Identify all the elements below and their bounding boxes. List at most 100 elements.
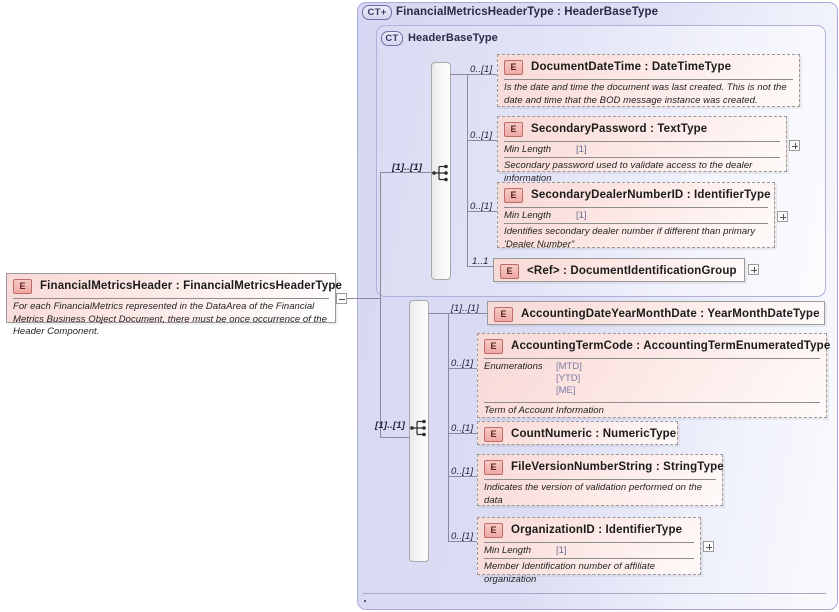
element-documentation: Term of Account Information bbox=[484, 405, 604, 416]
enumeration-value: [ME] bbox=[556, 385, 576, 396]
branch-inner-4 bbox=[467, 266, 493, 267]
element-name: AccountingTermCode : AccountingTermEnume… bbox=[511, 340, 831, 352]
element-facet: Min Length [1] bbox=[498, 208, 774, 223]
facet-label: Min Length bbox=[504, 144, 552, 155]
divider bbox=[13, 298, 329, 299]
element-badge-icon: E bbox=[504, 121, 523, 137]
root-element-header: E FinancialMetricsHeader : FinancialMetr… bbox=[7, 274, 342, 298]
cardinality-inner-sequence: [1]..[1] bbox=[392, 162, 423, 173]
cardinality-documentdatetime: 0..[1] bbox=[470, 64, 493, 75]
sequence-icon-inner bbox=[432, 164, 448, 182]
cardinality-accountingtermcode: 0..[1] bbox=[451, 358, 474, 369]
element-documentation: Secondary password used to validate acce… bbox=[504, 160, 753, 184]
divider bbox=[484, 558, 694, 559]
enumeration-values: [MTD] [YTD] [ME] bbox=[556, 361, 582, 397]
element-box-accountingtermcode[interactable]: E AccountingTermCode : AccountingTermEnu… bbox=[477, 333, 830, 418]
element-badge-icon: E bbox=[500, 263, 519, 279]
cardinality-fileversionnumberstring: 0..[1] bbox=[451, 466, 474, 477]
element-name: SecondaryPassword : TextType bbox=[531, 123, 708, 135]
facet-label: Min Length bbox=[504, 210, 552, 221]
connector-to-outer-seq bbox=[380, 437, 413, 438]
element-box-organizationid[interactable]: E OrganizationID : IdentifierType Min Le… bbox=[477, 517, 701, 585]
cardinality-secondarydealernumberid: 0..[1] bbox=[470, 201, 493, 212]
element-header: E CountNumeric : NumericType bbox=[478, 422, 677, 446]
cardinality-ref: 1..1 bbox=[472, 256, 489, 267]
complextype-title-inner: HeaderBaseType bbox=[408, 32, 498, 44]
element-badge-icon: E bbox=[494, 306, 513, 322]
element-box-secondarypassword[interactable]: E SecondaryPassword : TextType Min Lengt… bbox=[497, 116, 787, 184]
element-box-accountingdateyearmonthdate[interactable]: E AccountingDateYearMonthDate : YearMont… bbox=[487, 301, 825, 325]
sequence-bar-inner[interactable] bbox=[431, 62, 451, 280]
connector-root-vertical bbox=[380, 172, 381, 437]
ct-badge-label-outer: CT+ bbox=[367, 7, 387, 18]
root-element-box[interactable]: E FinancialMetricsHeader : FinancialMetr… bbox=[6, 273, 342, 337]
root-element-documentation: For each FinancialMetrics represented in… bbox=[13, 301, 327, 337]
divider bbox=[504, 207, 768, 208]
branch-inner-1 bbox=[451, 74, 497, 75]
element-header: E DocumentDateTime : DateTimeType bbox=[498, 55, 799, 79]
divider bbox=[504, 79, 793, 80]
frame-bottom-divider bbox=[363, 593, 826, 594]
collapse-toggle-root[interactable] bbox=[336, 293, 347, 304]
element-header: E OrganizationID : IdentifierType bbox=[478, 518, 700, 542]
enumeration-value: [MTD] bbox=[556, 361, 582, 372]
connector-root bbox=[347, 298, 380, 299]
facet-value: [1] bbox=[556, 545, 567, 556]
divider bbox=[504, 157, 780, 158]
sequence-bar-outer[interactable] bbox=[409, 300, 429, 562]
divider bbox=[484, 479, 716, 480]
element-header: E SecondaryPassword : TextType bbox=[498, 117, 786, 141]
cardinality-countnumeric: 0..[1] bbox=[451, 423, 474, 434]
element-name: AccountingDateYearMonthDate : YearMonthD… bbox=[521, 308, 820, 320]
cardinality-accountingdateyearmonthdate: [1]..[1] bbox=[451, 303, 480, 314]
element-documentation: Indicates the version of validation perf… bbox=[484, 482, 703, 506]
element-header: E <Ref> : DocumentIdentificationGroup bbox=[494, 259, 744, 283]
expand-toggle-secondarypassword[interactable] bbox=[789, 140, 800, 151]
facet-label: Min Length bbox=[484, 545, 532, 556]
branch-vertical-outer bbox=[448, 313, 449, 541]
divider bbox=[484, 358, 820, 359]
element-name: OrganizationID : IdentifierType bbox=[511, 524, 683, 536]
element-box-countnumeric[interactable]: E CountNumeric : NumericType bbox=[477, 421, 678, 445]
ct-icon-inner[interactable]: CT bbox=[381, 31, 403, 46]
complextype-title-outer: FinancialMetricsHeaderType : HeaderBaseT… bbox=[396, 6, 659, 18]
element-facet: Min Length [1] bbox=[478, 543, 700, 558]
element-documentation: Is the date and time the document was la… bbox=[504, 82, 787, 106]
ct-plus-icon-outer[interactable]: CT+ bbox=[362, 5, 392, 20]
element-header: E SecondaryDealerNumberID : IdentifierTy… bbox=[498, 183, 774, 207]
expand-toggle-organizationid[interactable] bbox=[703, 541, 714, 552]
divider bbox=[504, 223, 768, 224]
element-box-secondarydealernumberid[interactable]: E SecondaryDealerNumberID : IdentifierTy… bbox=[497, 182, 775, 250]
branch-outer-4 bbox=[448, 476, 478, 477]
element-enumerations: Enumerations [MTD] [YTD] [ME] bbox=[478, 359, 826, 399]
element-box-documentdatetime[interactable]: E DocumentDateTime : DateTimeType Is the… bbox=[497, 54, 800, 107]
element-header: E FileVersionNumberString : StringType bbox=[478, 455, 724, 479]
element-facet: Min Length [1] bbox=[498, 142, 786, 157]
element-name: FileVersionNumberString : StringType bbox=[511, 461, 724, 473]
element-badge-icon: E bbox=[484, 522, 503, 538]
element-header: E AccountingDateYearMonthDate : YearMont… bbox=[488, 302, 824, 326]
branch-inner-2 bbox=[467, 140, 497, 141]
expand-toggle-ref[interactable] bbox=[748, 264, 759, 275]
branch-vertical-inner bbox=[467, 74, 468, 266]
divider bbox=[484, 402, 820, 403]
element-badge-icon: E bbox=[484, 459, 503, 475]
enumerations-label: Enumerations bbox=[484, 361, 543, 372]
element-badge-icon: E bbox=[504, 59, 523, 75]
facet-value: [1] bbox=[576, 144, 587, 155]
element-header: E AccountingTermCode : AccountingTermEnu… bbox=[478, 334, 830, 358]
element-name: DocumentDateTime : DateTimeType bbox=[531, 61, 732, 73]
element-box-ref[interactable]: E <Ref> : DocumentIdentificationGroup bbox=[493, 258, 745, 282]
sequence-icon-outer bbox=[410, 419, 426, 437]
element-name: <Ref> : DocumentIdentificationGroup bbox=[527, 265, 737, 277]
expand-toggle-secondarydealernumberid[interactable] bbox=[777, 211, 788, 222]
branch-outer-3 bbox=[448, 433, 478, 434]
ct-badge-label-inner: CT bbox=[385, 33, 399, 44]
element-box-fileversionnumberstring[interactable]: E FileVersionNumberString : StringType I… bbox=[477, 454, 724, 506]
branch-outer-5 bbox=[448, 541, 478, 542]
frame-bottom-dot bbox=[364, 600, 366, 602]
cardinality-secondarypassword: 0..[1] bbox=[470, 130, 493, 141]
element-badge-icon: E bbox=[13, 278, 32, 294]
element-name: CountNumeric : NumericType bbox=[511, 428, 677, 440]
branch-inner-3 bbox=[467, 211, 497, 212]
